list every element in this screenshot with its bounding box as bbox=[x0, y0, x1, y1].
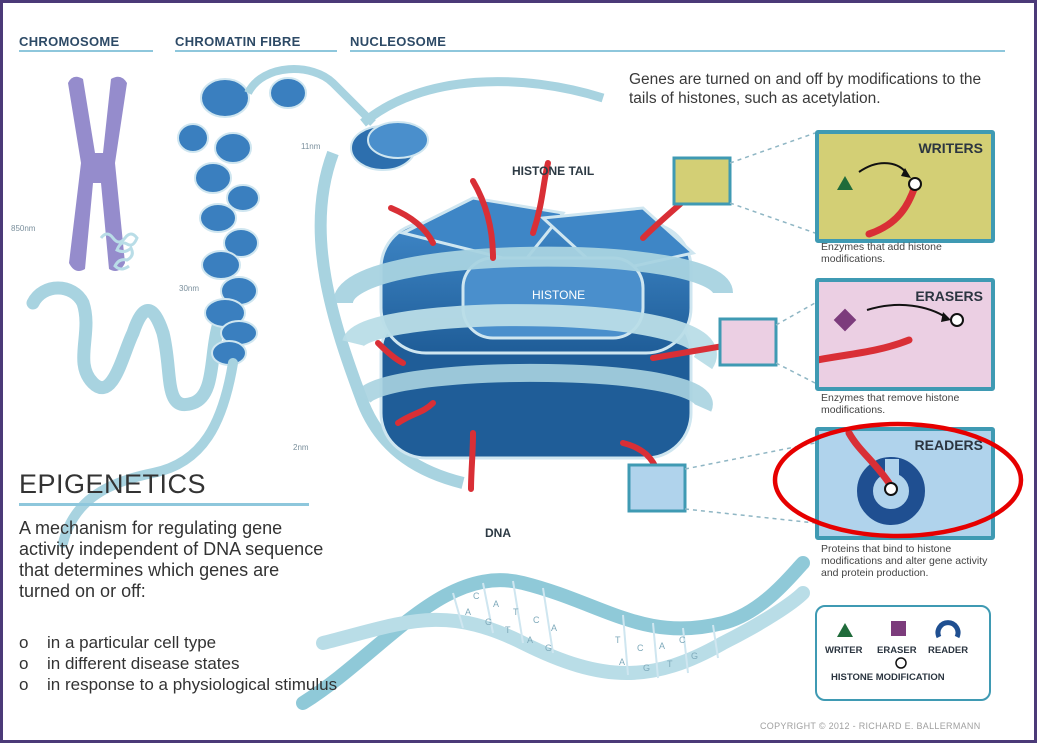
legend-reader-ring-icon bbox=[938, 623, 958, 637]
writers-arrow-icon bbox=[859, 163, 907, 174]
histone-mod-circle-icon bbox=[909, 178, 921, 190]
dna-base-letter: T bbox=[513, 607, 519, 617]
dna-base-letter: T bbox=[505, 625, 511, 635]
writers-description: Enzymes that add histone modifications. bbox=[821, 241, 1001, 265]
dna-double-helix bbox=[303, 563, 803, 703]
dna-base-letter: C bbox=[679, 635, 686, 645]
erasers-description: Enzymes that remove histone modification… bbox=[821, 392, 1001, 416]
dna-base-letter: A bbox=[465, 607, 471, 617]
epigenetics-title: EPIGENETICS bbox=[19, 469, 206, 500]
legend-writer-label: WRITER bbox=[825, 645, 862, 656]
dna-base-letter: A bbox=[527, 635, 533, 645]
measure-2nm: 2nm bbox=[293, 443, 309, 452]
dna-base-letter: C bbox=[637, 643, 644, 653]
measure-11nm: 11nm bbox=[301, 142, 320, 151]
legend-histone-mod-label: HISTONE MODIFICATION bbox=[831, 672, 945, 683]
legend-reader-label: READER bbox=[928, 645, 968, 656]
label-histone: HISTONE bbox=[532, 288, 585, 302]
dna-ribbon-left bbox=[33, 283, 238, 405]
dna-base-letter: T bbox=[615, 635, 621, 645]
intro-text: Genes are turned on and off by modificat… bbox=[629, 70, 1009, 108]
dna-base-letter: T bbox=[667, 659, 673, 669]
legend-eraser-label: ERASER bbox=[877, 645, 917, 656]
dna-base-letter: C bbox=[473, 591, 480, 601]
legend-writer-triangle-icon bbox=[837, 623, 853, 637]
legend-eraser-square-icon bbox=[891, 621, 906, 636]
modification-box-eraser bbox=[720, 319, 776, 365]
dna-base-letter: G bbox=[485, 617, 492, 627]
fibre-link bbox=[248, 69, 373, 123]
writers-panel: WRITERS bbox=[815, 130, 995, 243]
erasers-illustration bbox=[819, 282, 991, 387]
modification-box-writer bbox=[674, 158, 730, 204]
small-nucleosome bbox=[351, 122, 428, 170]
eraser-diamond-icon bbox=[834, 309, 857, 332]
writer-triangle-icon bbox=[837, 176, 853, 190]
dna-base-letter: A bbox=[619, 657, 625, 667]
epigenetics-underline bbox=[19, 503, 309, 506]
label-dna: DNA bbox=[485, 526, 511, 540]
label-histone-tail: HISTONE TAIL bbox=[512, 164, 594, 178]
measure-850nm: 850nm bbox=[11, 224, 35, 233]
dna-base-letter: G bbox=[691, 651, 698, 661]
highlight-ellipse bbox=[768, 415, 1028, 545]
histone-mod-circle-icon bbox=[951, 314, 963, 326]
measure-30nm: 30nm bbox=[179, 284, 199, 293]
epigenetics-description: A mechanism for regulating gene activity… bbox=[19, 518, 329, 602]
dna-base-letter: C bbox=[533, 615, 540, 625]
legend: WRITER ERASER READER HISTONE MODIFICATIO… bbox=[815, 605, 991, 701]
chromatin-fibre bbox=[178, 78, 306, 365]
dna-base-letter: A bbox=[493, 599, 499, 609]
legend-histone-mod-circle-icon bbox=[896, 658, 906, 668]
writers-illustration bbox=[819, 134, 991, 239]
dna-base-letter: A bbox=[659, 641, 665, 651]
dna-base-letter: A bbox=[551, 623, 557, 633]
copyright: COPYRIGHT © 2012 - RICHARD E. BALLERMANN bbox=[760, 721, 981, 731]
erasers-arrow-icon bbox=[867, 305, 947, 318]
erasers-panel: ERASERS bbox=[815, 278, 995, 391]
dna-base-letter: G bbox=[545, 643, 552, 653]
modification-box-reader bbox=[629, 465, 685, 511]
nucleosome-string bbox=[363, 82, 603, 123]
readers-description: Proteins that bind to histone modificati… bbox=[821, 543, 1001, 579]
dna-base-letter: G bbox=[643, 663, 650, 673]
